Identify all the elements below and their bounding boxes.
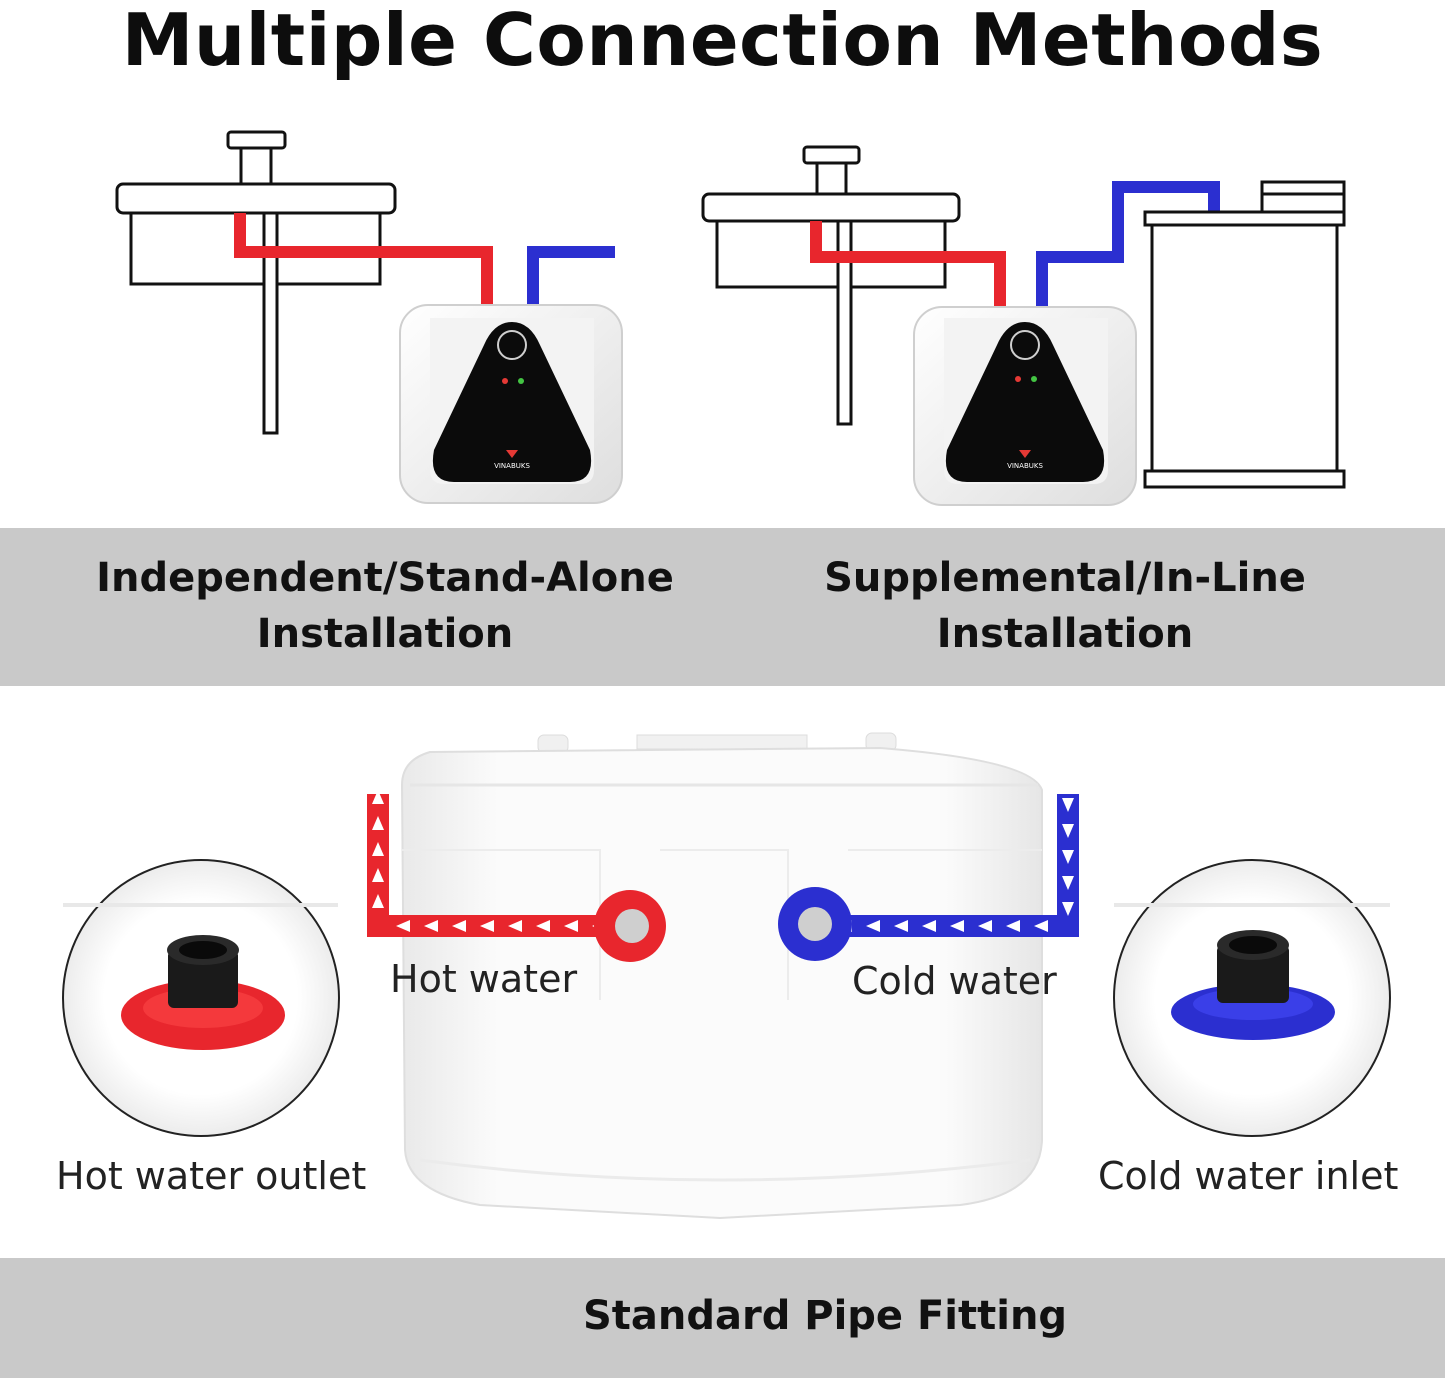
cold-water-port-opening [798,907,832,941]
supplemental-caption-line1: Supplemental/In-Line [824,555,1306,601]
main-water-tank [1143,180,1346,489]
hot-water-outlet-label: Hot water outlet [56,1154,367,1198]
sink-rim [701,192,961,223]
drain-pipe [836,219,853,426]
temperature-dial [1010,330,1040,360]
water-heater: VINABUKS [399,304,623,504]
standalone-caption: Independent/Stand-Alone Installation [60,550,710,662]
temperature-dial [497,330,527,360]
hot-pipe [234,213,493,306]
hot-water-label: Hot water [390,957,578,1001]
faucet-handle [802,145,861,165]
footer-band [0,1258,1445,1378]
hot-pipe [810,221,1006,306]
faucet-handle [226,130,287,150]
power-indicator-icon [518,378,524,384]
heater-front-panel [945,322,1105,482]
standalone-caption-line1: Independent/Stand-Alone [96,555,674,601]
hot-water-outlet-closeup [62,859,340,1137]
page-title: Multiple Connection Methods [121,0,1324,82]
standalone-diagram: VINABUKS [115,130,623,504]
cold-pipe [1036,181,1220,306]
standalone-caption-line2: Installation [256,611,514,657]
cold-water-label: Cold water [852,959,1057,1003]
footer-caption: Standard Pipe Fitting [582,1293,1068,1339]
heater-underside [400,732,1043,1220]
heating-indicator-icon [502,378,508,384]
heating-indicator-icon [1015,376,1021,382]
supplemental-diagram: VINABUKS [701,145,1346,506]
heater-brand-text: VINABUKS [1007,462,1043,470]
faucet-stem [239,146,273,186]
cold-pipe [527,246,615,306]
hot-water-port-opening [615,909,649,943]
drain-pipe [262,211,279,435]
sink-rim [115,182,397,215]
water-heater: VINABUKS [913,306,1137,506]
cold-water-inlet-label: Cold water inlet [1098,1154,1399,1198]
brand-logo-icon [506,450,518,458]
installation-caption-band [0,528,1445,686]
power-indicator-icon [1031,376,1037,382]
faucet-stem [815,161,848,196]
brand-logo-icon [1019,450,1031,458]
cold-water-inlet-closeup [1113,859,1391,1137]
supplemental-caption-line2: Installation [936,611,1194,657]
supplemental-caption: Supplemental/In-Line Installation [760,550,1370,662]
hot-water-flow-arrow [367,790,615,937]
heater-brand-text: VINABUKS [494,462,530,470]
heater-front-panel [432,322,592,482]
